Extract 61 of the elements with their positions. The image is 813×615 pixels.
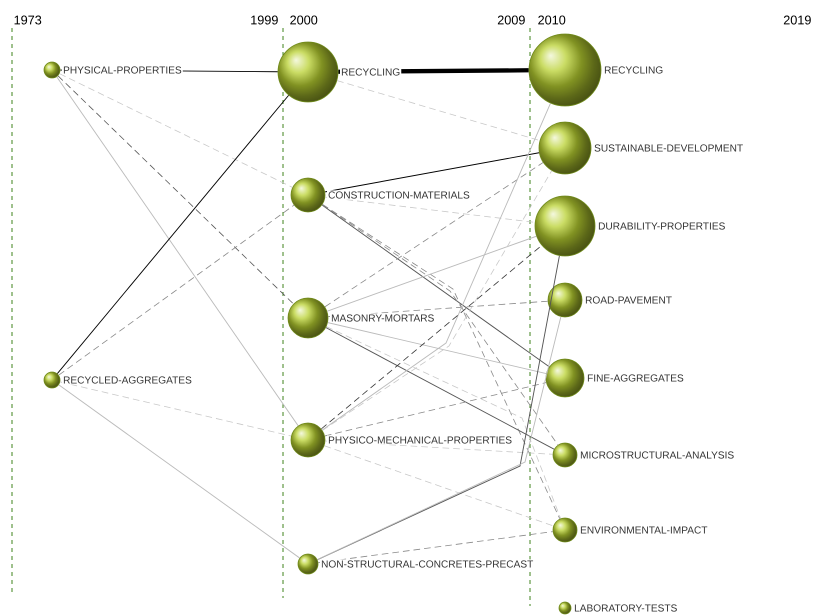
- link-line: [316, 316, 562, 560]
- theme-label: NON-STRUCTURAL-CONCRETES-PRECAST: [320, 559, 534, 569]
- theme-bubble: [538, 122, 592, 174]
- theme-label: SUSTAINABLE-DEVELOPMENT: [593, 143, 744, 153]
- theme-label: RECYCLING: [603, 65, 664, 75]
- theme-label: PHYSICAL-PROPERTIES: [62, 65, 183, 75]
- theme-label: CONSTRUCTION-MATERIALS: [327, 190, 471, 200]
- theme-label: ENVIRONMENTAL-IMPACT: [579, 525, 709, 535]
- link-line: [326, 326, 561, 519]
- link-line: [56, 94, 290, 374]
- theme-label: MICROSTRUCTURAL-ANALYSIS: [579, 450, 736, 460]
- theme-bubble: [290, 178, 326, 212]
- link-line: [326, 236, 537, 312]
- year-label: 2009: [498, 16, 525, 24]
- link-line: [60, 382, 292, 436]
- link-line: [322, 204, 550, 368]
- theme-bubble: [552, 518, 578, 542]
- link-line: [322, 170, 552, 431]
- link-line: [58, 204, 294, 376]
- link-line: [322, 204, 558, 446]
- theme-bubble: [528, 34, 602, 106]
- link-line: [324, 196, 536, 223]
- link-line: [324, 152, 540, 192]
- link-line: [336, 80, 540, 141]
- theme-bubble: [548, 282, 582, 318]
- link-line: [316, 255, 560, 560]
- link-line: [322, 102, 551, 430]
- link-line: [324, 445, 554, 526]
- theme-bubble: [552, 442, 578, 468]
- theme-bubble: [278, 42, 338, 102]
- link-line: [324, 382, 547, 436]
- theme-bubble: [558, 602, 572, 614]
- theme-label: RECYCLED-AGGREGATES: [62, 375, 193, 385]
- theme-label: RECYCLING: [340, 67, 402, 77]
- theme-bubble: [44, 62, 60, 78]
- year-label: 1999: [251, 16, 278, 24]
- theme-bubble: [290, 422, 326, 458]
- year-label: 1973: [14, 16, 42, 24]
- link-line: [326, 327, 555, 450]
- theme-label: LABORATORY-TESTS: [573, 603, 678, 613]
- theme-label: DURABILITY-PROPERTIES: [597, 221, 726, 231]
- link-line: [56, 76, 299, 426]
- theme-bubble: [298, 554, 318, 574]
- theme-label: ROAD-PAVEMENT: [584, 295, 674, 305]
- link-line: [318, 531, 554, 564]
- link-line: [324, 162, 544, 308]
- link-line: [322, 204, 560, 520]
- theme-bubble: [534, 196, 596, 256]
- year-label: 2000: [290, 16, 318, 24]
- link-line: [320, 245, 542, 430]
- theme-label: MASONRY-MORTARS: [330, 313, 436, 323]
- theme-bubble: [44, 372, 60, 388]
- link-line: [59, 73, 293, 188]
- theme-bubble: [546, 358, 584, 398]
- year-label: 2019: [784, 16, 811, 24]
- theme-label: FINE-AGGREGATES: [586, 373, 685, 383]
- link-line: [327, 322, 547, 374]
- link-line: [58, 384, 300, 558]
- theme-label: PHYSICO-MECHANICAL-PROPERTIES: [327, 435, 514, 445]
- theme-bubble: [288, 298, 328, 338]
- link-line: [58, 75, 294, 304]
